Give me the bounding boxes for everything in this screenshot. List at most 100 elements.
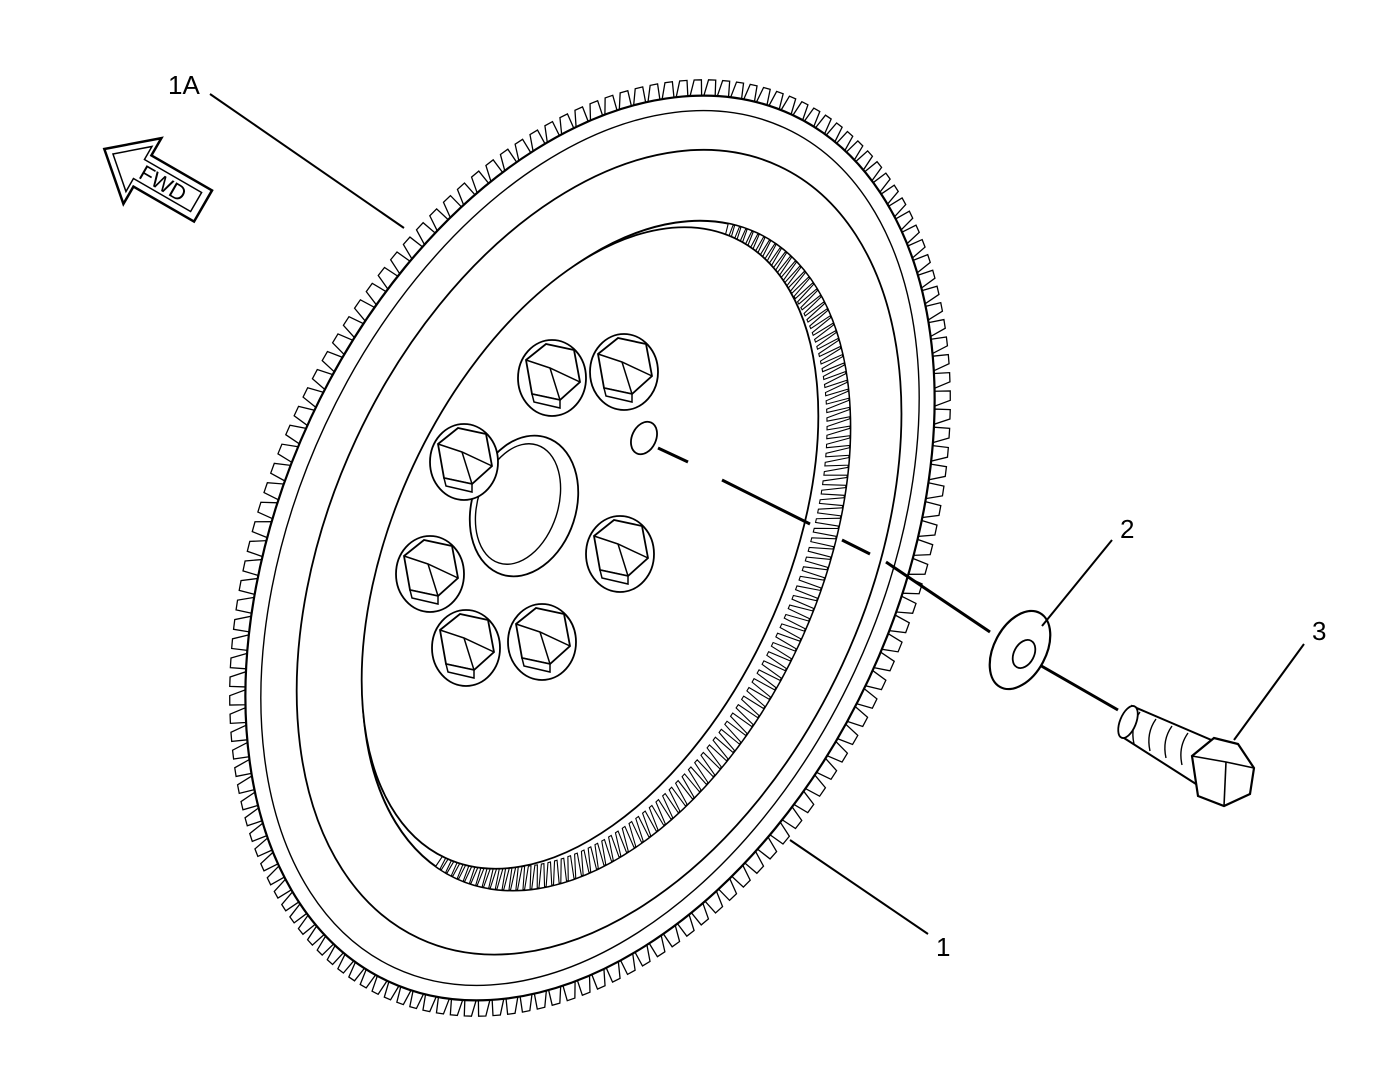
inner-gear-tooth [628,820,643,848]
inner-gear-tooth [816,331,840,351]
inner-gear-tooth [560,857,568,885]
inner-gear-tooth [818,497,846,507]
inner-gear-tooth [580,849,590,877]
callout-label-1a: 1A [168,70,200,100]
inner-gear-tooth [826,399,851,414]
inner-gear-tooth [587,846,598,874]
inner-gear-tooth [826,427,851,440]
inner-gear-tooth [779,623,806,640]
inner-gear-tooth [825,390,850,405]
inner-gear-tooth [693,759,715,784]
inner-gear-tooth [735,703,759,726]
inner-gear-tooth [803,295,825,317]
inner-gear-tooth [825,437,851,449]
inner-gear-tooth [826,408,851,422]
inner-gear-tooth [567,854,575,882]
inner-gear-tooth [814,517,842,527]
inner-gear-tooth [601,838,613,866]
inner-gear-tooth [787,604,814,620]
inner-gear-tooth [724,720,747,744]
callout-leader-lines [209,93,1305,935]
inner-gear-tooth [823,372,848,389]
inner-gear-tooth [641,810,658,838]
inner-gear-tooth [807,546,835,558]
inner-gear-tooth [775,632,802,650]
inner-gear-tooth [810,537,837,548]
bolt [1117,704,1256,808]
inner-gear-tooth [668,786,687,813]
inner-gear-tooth [806,302,829,323]
inner-gear-tooth [635,815,650,843]
inner-gear-tooth [820,486,847,496]
hub-bolt [429,423,499,501]
inner-gear-tooth [706,744,728,769]
inner-gear-tooth [826,417,851,431]
callout-labels: 1A 1 2 3 [168,70,1326,962]
inner-gear-tooth [800,289,822,311]
inner-gear-tooth [614,830,628,858]
hub-bolt [589,333,659,411]
forward-direction-arrow: FWD [102,136,214,224]
inner-gear-tooth [712,736,735,761]
assembly-center-line [657,446,1119,712]
inner-gear-tooth [794,585,822,600]
inner-gear-tooth [648,804,665,832]
inner-gear-tooth [655,798,672,826]
inner-gear-tooth [661,792,680,820]
inner-gear-tooth [687,766,708,792]
inner-gear-tooth [746,686,771,708]
inner-gear-tooth [801,566,829,579]
inner-gear-tooth [809,309,832,330]
hub-bolt [517,339,587,417]
inner-gear-tooth [793,277,814,300]
inner-gear-tooth [824,456,850,467]
inner-gear-tooth [552,859,560,887]
inner-gear-tooth [761,660,787,680]
inner-gear-tooth [538,862,546,889]
flywheel [229,79,951,1017]
inner-gear-tooth [531,864,538,890]
inner-gear-tooth [751,677,776,699]
inner-gear-tooth [523,865,532,891]
inner-gear-tooth [813,323,837,343]
ring-gear-inner-edge [260,109,920,987]
callout-label-1: 1 [936,932,950,962]
inner-gear-tooth [718,728,741,752]
inner-gear-tooth [770,641,797,660]
hub-bolts [395,333,659,687]
inner-gear-tooth [700,751,721,777]
inner-gear-tooth [796,283,818,305]
inner-gear-tooth [783,613,810,630]
inner-gear-tooth [766,650,792,670]
washer [988,609,1052,691]
inner-gear-tooth [681,773,701,799]
ring-gear-teeth [229,79,951,1017]
inner-gear-tooth [818,339,842,358]
inner-gear-tooth [825,446,851,458]
dowel-hole [630,420,658,456]
inner-gear-tooth [822,363,847,381]
callout-label-2: 2 [1120,514,1134,544]
hub-bolt [431,609,501,687]
inner-gear-tooth [804,556,832,569]
inner-gear-tooth [574,852,583,880]
inner-gear-tooth [823,466,850,476]
inner-gear-tooth [811,316,835,337]
inner-gear-tooth [621,825,635,853]
inner-gear-tooth [674,779,694,806]
inner-gear-tooth [791,594,818,610]
inner-gear-tooth [607,834,620,862]
hub-bolt [507,603,577,681]
inner-gear-tooth [821,476,848,486]
inner-gear-tooth [729,712,753,735]
flywheel-face-edge [295,148,903,956]
inner-gear-tooth [816,507,844,517]
hub-bolt [395,535,465,613]
inner-gear-tooth [812,527,840,538]
inner-gear-tooth [798,575,825,589]
inner-gear-tooth [824,381,850,397]
inner-gear-tooth [756,669,782,689]
inner-gear-tooth [545,861,553,888]
callout-label-3: 3 [1312,616,1326,646]
